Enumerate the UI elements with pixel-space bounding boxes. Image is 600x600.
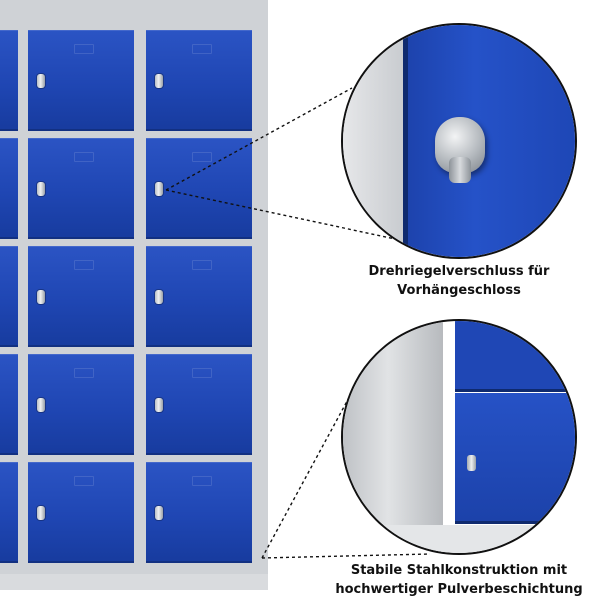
lock-caption: Drehriegelverschluss für Vorhängeschloss xyxy=(345,262,573,300)
lock-icon xyxy=(37,290,45,304)
lock-icon xyxy=(155,74,163,88)
locker-door xyxy=(0,30,18,131)
construction-caption-line-1: Stabile Stahlkonstruktion mit xyxy=(350,563,568,578)
locker-door xyxy=(28,138,134,239)
number-plate xyxy=(192,152,212,162)
number-plate xyxy=(192,260,212,270)
lock-icon xyxy=(37,74,45,88)
lock-detail-zoom xyxy=(341,23,577,259)
construction-detail-zoom xyxy=(341,319,577,555)
locker-door xyxy=(146,462,252,563)
number-plate xyxy=(74,260,94,270)
number-plate xyxy=(74,152,94,162)
construction-caption: Stabile Stahlkonstruktion mit hochwertig… xyxy=(326,561,592,599)
lock-icon xyxy=(155,182,163,196)
lock-caption-line-1: Drehriegelverschluss für xyxy=(368,264,550,279)
number-plate xyxy=(192,368,212,378)
lock-caption-line-2: Vorhängeschloss xyxy=(397,283,521,298)
locker-door xyxy=(146,246,252,347)
locker-door xyxy=(146,30,252,131)
lock-icon xyxy=(37,506,45,520)
locker-door xyxy=(0,354,18,455)
locker-door xyxy=(28,354,134,455)
number-plate xyxy=(192,476,212,486)
callout-line-frame-top xyxy=(261,391,353,559)
callout-line-frame-bottom xyxy=(261,553,431,559)
lock-icon xyxy=(37,398,45,412)
number-plate xyxy=(74,368,94,378)
cabinet-base xyxy=(343,525,575,553)
locker-door xyxy=(28,30,134,131)
number-plate xyxy=(74,44,94,54)
callout-line-lock-top xyxy=(165,87,353,191)
number-plate xyxy=(192,44,212,54)
locker-door xyxy=(28,462,134,563)
lock-icon xyxy=(155,398,163,412)
number-plate xyxy=(74,476,94,486)
lock-icon xyxy=(37,182,45,196)
lock-icon xyxy=(155,506,163,520)
upper-door-detail xyxy=(455,321,575,392)
locker-door xyxy=(146,354,252,455)
locker-door xyxy=(28,246,134,347)
turn-latch-icon xyxy=(435,117,485,183)
steel-pillar xyxy=(343,321,443,553)
door-surface xyxy=(408,25,575,257)
cabinet-wall xyxy=(343,25,403,257)
construction-caption-line-2: hochwertiger Pulverbeschichtung xyxy=(335,582,583,597)
locker-door xyxy=(0,138,18,239)
locker-door xyxy=(0,462,18,563)
door-edge xyxy=(403,25,408,257)
locker-door xyxy=(146,138,252,239)
locker-floor-shadow xyxy=(0,574,268,590)
latch-icon xyxy=(467,455,476,471)
locker-door xyxy=(0,246,18,347)
lock-icon xyxy=(155,290,163,304)
